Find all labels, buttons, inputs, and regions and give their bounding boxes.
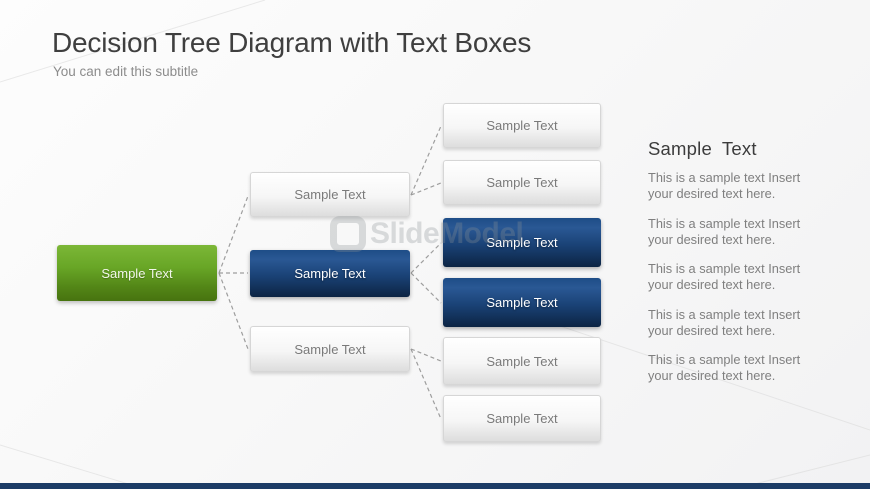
panel-paragraph-2[interactable]: This is a sample text Insert your desire…: [648, 216, 801, 247]
leaf-node-6[interactable]: Sample Text: [443, 395, 601, 442]
slide-subtitle[interactable]: You can edit this subtitle: [53, 64, 199, 79]
leaf-node-5[interactable]: Sample Text: [443, 337, 601, 385]
branch-node-3[interactable]: Sample Text: [250, 326, 410, 372]
panel-paragraph-3[interactable]: This is a sample text Insert your desire…: [648, 261, 801, 292]
bottom-accent-bar: [0, 483, 870, 489]
panel-paragraph-1[interactable]: This is a sample text Insert your desire…: [648, 170, 801, 201]
branch-node-1[interactable]: Sample Text: [250, 172, 410, 217]
panel-paragraph-4[interactable]: This is a sample text Insert your desire…: [648, 307, 801, 338]
root-node[interactable]: Sample Text: [57, 245, 217, 301]
branch-node-2[interactable]: Sample Text: [250, 250, 410, 297]
panel-paragraph-5[interactable]: This is a sample text Insert your desire…: [648, 352, 801, 383]
leaf-node-4[interactable]: Sample Text: [443, 278, 601, 327]
leaf-node-1[interactable]: Sample Text: [443, 103, 601, 148]
leaf-node-3[interactable]: Sample Text: [443, 218, 601, 267]
leaf-node-2[interactable]: Sample Text: [443, 160, 601, 205]
slide-title[interactable]: Decision Tree Diagram with Text Boxes: [52, 27, 532, 58]
panel-heading[interactable]: Sample Text: [648, 138, 757, 159]
